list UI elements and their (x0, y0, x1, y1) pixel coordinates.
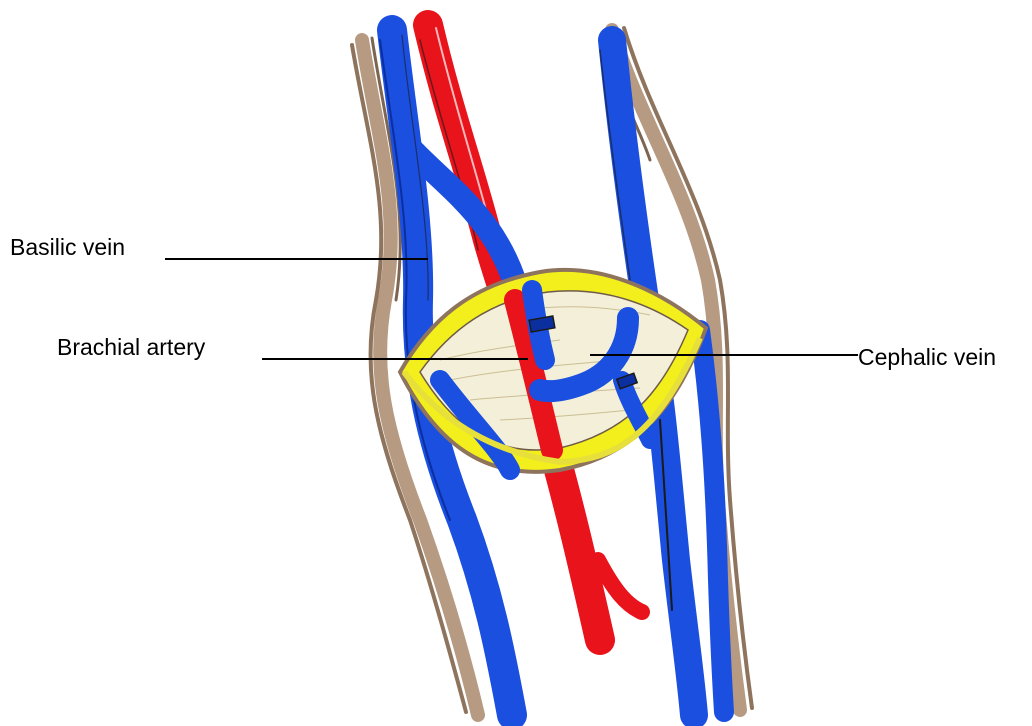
cephalic-vein-label: Cephalic vein (858, 346, 996, 369)
brachial-artery-label: Brachial artery (57, 336, 205, 359)
basilic-vein-label: Basilic vein (10, 236, 125, 259)
